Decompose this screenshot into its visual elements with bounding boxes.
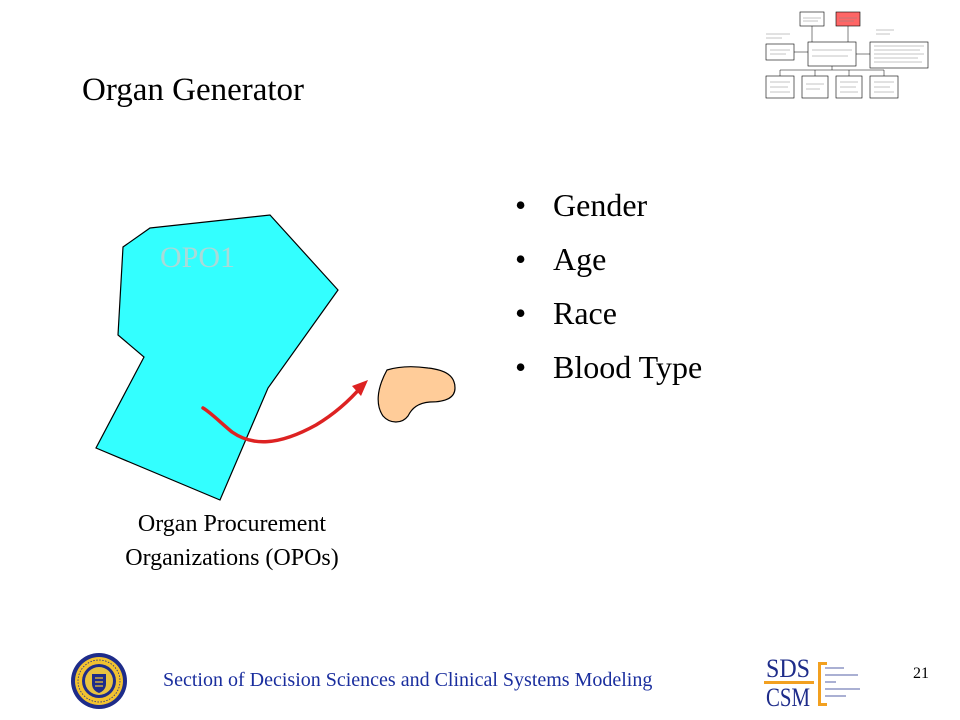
bullet-marker: • bbox=[515, 241, 527, 277]
list-item-label: Age bbox=[553, 241, 607, 277]
list-item: • Age bbox=[515, 232, 702, 286]
list-item-label: Race bbox=[553, 295, 617, 331]
list-item: • Gender bbox=[515, 178, 702, 232]
flowchart-box bbox=[869, 41, 929, 69]
organ-icon bbox=[377, 366, 456, 423]
opo-region-shape bbox=[95, 214, 339, 501]
logo-csm-text: CSM bbox=[766, 683, 810, 710]
list-item-label: Gender bbox=[553, 187, 648, 223]
arrowhead-icon bbox=[352, 380, 368, 396]
model-flowchart-thumbnail bbox=[765, 11, 929, 99]
bullet-marker: • bbox=[515, 349, 527, 385]
bullet-marker: • bbox=[515, 295, 527, 331]
organ-attribute-list: • Gender • Age • Race • Blood Type bbox=[515, 178, 702, 394]
flowchart-box bbox=[807, 41, 857, 67]
figure-caption: Organ Procurement Organizations (OPOs) bbox=[40, 507, 424, 575]
organ-transfer-arrow bbox=[201, 384, 364, 444]
list-item: • Blood Type bbox=[515, 340, 702, 394]
flowchart-scribble-text bbox=[766, 17, 924, 93]
slide-title: Organ Generator bbox=[82, 72, 305, 108]
opo-region-label: OPO1 bbox=[160, 241, 236, 274]
sds-csm-logo: SDS CSM bbox=[764, 654, 860, 710]
page-number: 21 bbox=[913, 665, 929, 682]
footer-text: Section of Decision Sciences and Clinica… bbox=[163, 669, 653, 691]
list-item-label: Blood Type bbox=[553, 349, 703, 385]
list-item: • Race bbox=[515, 286, 702, 340]
caption-line: Organ Procurement bbox=[137, 511, 327, 537]
caption-line: Organizations (OPOs) bbox=[125, 545, 339, 571]
university-seal-logo bbox=[71, 653, 127, 709]
logo-sds-text: SDS bbox=[766, 654, 810, 683]
bullet-marker: • bbox=[515, 187, 527, 223]
